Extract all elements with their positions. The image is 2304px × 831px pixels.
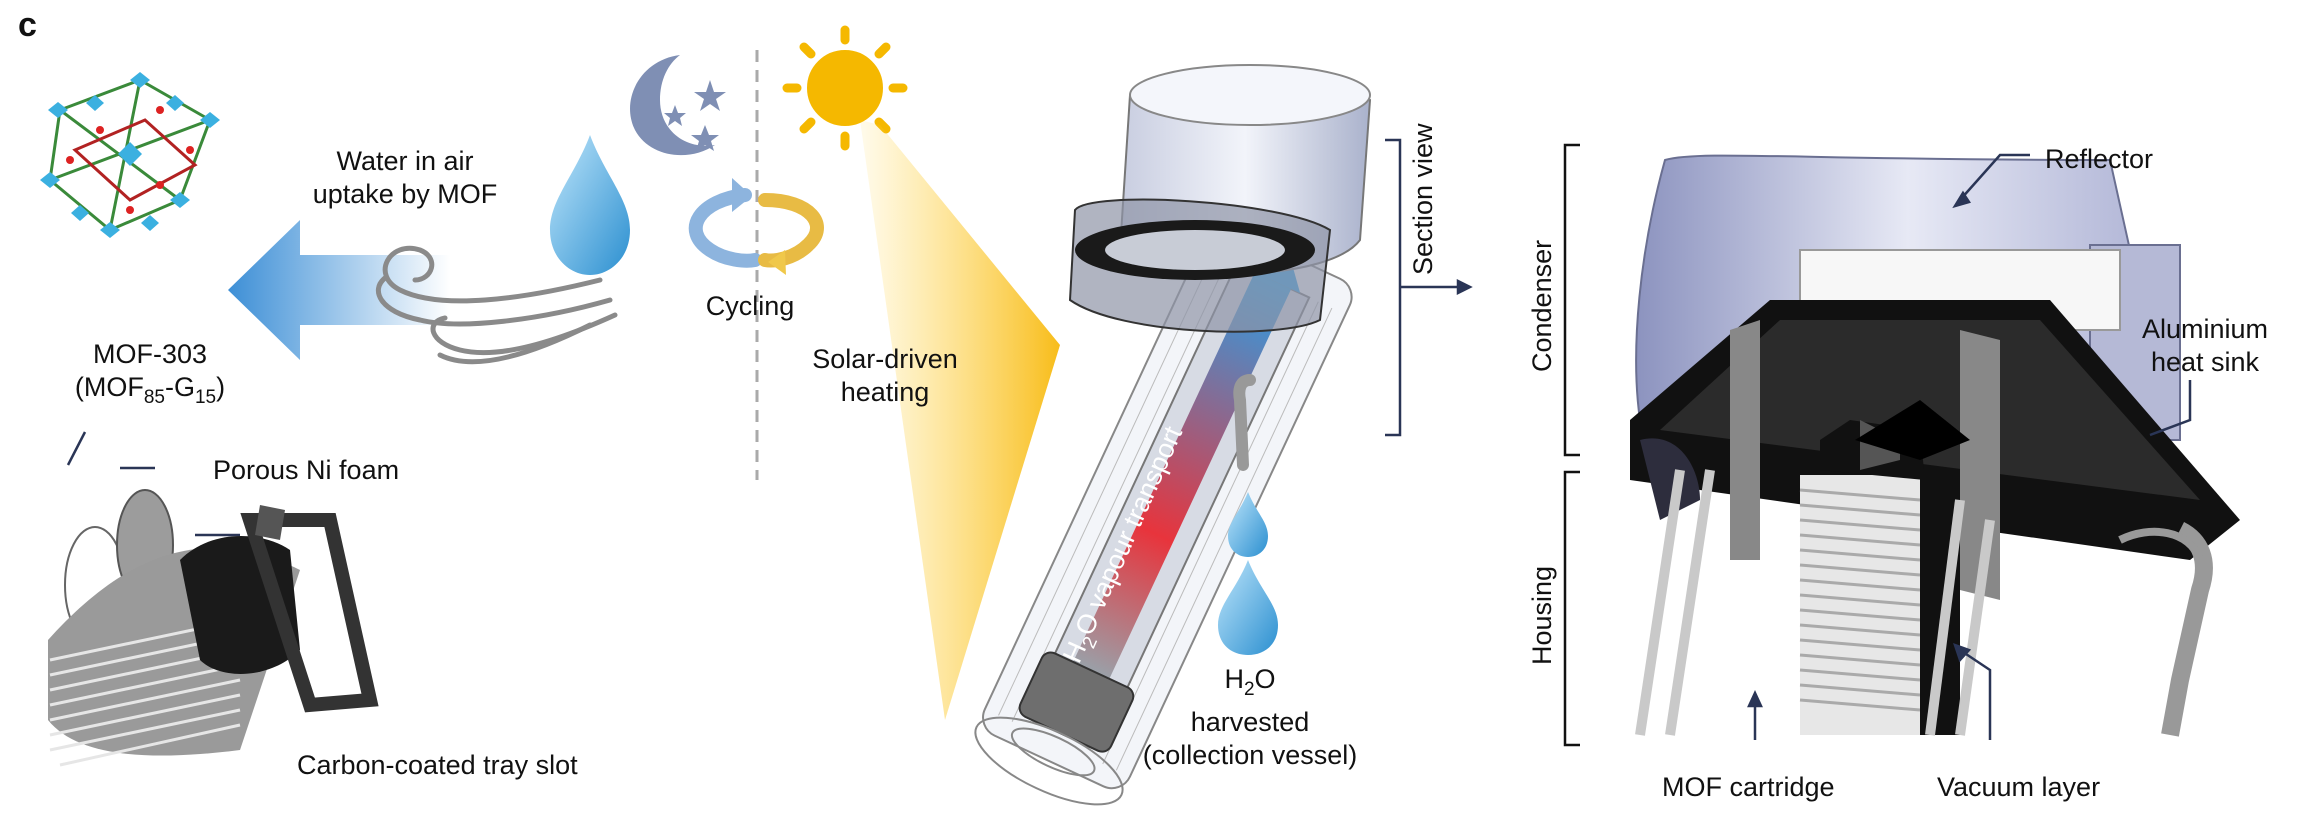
- carbon-tray-label: Carbon-coated tray slot: [297, 750, 578, 780]
- solar-heating-label: Solar-driven heating: [795, 343, 975, 409]
- mof-formula: (MOF85-G15): [50, 371, 250, 414]
- section-view-bracket: [1385, 138, 1473, 437]
- condenser-bracket: [1563, 143, 1580, 457]
- harvest-sub: 2: [1243, 679, 1255, 700]
- sun-icon: [782, 25, 908, 151]
- harvest-line3: (collection vessel): [1142, 740, 1358, 770]
- harvested-label: H2O harvested (collection vessel): [1120, 663, 1380, 772]
- housing-label: Housing: [1527, 565, 1557, 665]
- harvest-prefix: H: [1224, 664, 1244, 694]
- solar-line2: heating: [840, 377, 930, 407]
- mof-name: MOF-303: [92, 339, 208, 369]
- mof-formula-sub1: 85: [143, 387, 165, 408]
- vacuum-layer-label: Vacuum layer: [1937, 772, 2101, 802]
- condenser-label: Condenser: [1527, 239, 1557, 372]
- harvest-formula: H2O: [1120, 663, 1380, 706]
- cycle-arrows-icon: [688, 178, 824, 275]
- water-uptake-line1: Water in air: [336, 146, 474, 176]
- reflector-label: Reflector: [2045, 144, 2154, 174]
- solar-beam: [860, 120, 1060, 720]
- panel-label: c: [18, 6, 37, 44]
- leader-lines: [66, 153, 2192, 740]
- solar-line1: Solar-driven: [812, 344, 958, 374]
- moon-icon: [630, 55, 726, 156]
- harvester-device: [974, 64, 1372, 806]
- mof-formula-close: ): [216, 372, 226, 402]
- water-uptake-label: Water in air uptake by MOF: [305, 145, 505, 211]
- mof-cartridge-label: MOF cartridge: [1662, 772, 1835, 802]
- uptake-arrow-icon: [228, 220, 450, 360]
- mof-formula-open: (MOF: [74, 372, 144, 402]
- water-drop-icon: [550, 135, 630, 275]
- harvest-line2: harvested: [1190, 707, 1310, 737]
- harvest-o: O: [1254, 664, 1276, 694]
- heat-sink-line2: heat sink: [2150, 347, 2260, 377]
- harvested-drops-icon: [1218, 492, 1278, 655]
- mof-formula-sub2: 15: [194, 387, 217, 408]
- wind-icon: [375, 245, 618, 365]
- water-uptake-line2: uptake by MOF: [312, 179, 498, 209]
- mof-name-label: MOF-303 (MOF85-G15): [50, 338, 250, 414]
- mof-formula-mid: -G: [164, 372, 195, 402]
- porous-ni-foam-label: Porous Ni foam: [213, 455, 400, 485]
- heat-sink-line1: Aluminium: [2141, 314, 2269, 344]
- cartridge-illustration: [48, 489, 379, 767]
- cycling-label: Cycling: [705, 291, 795, 321]
- housing-bracket: [1563, 470, 1580, 747]
- section-view-illustration: [1630, 154, 2240, 737]
- mof-structure-icon: [40, 72, 220, 238]
- heat-sink-label: Aluminium heat sink: [2120, 313, 2290, 379]
- section-view-label: Section view: [1408, 123, 1438, 275]
